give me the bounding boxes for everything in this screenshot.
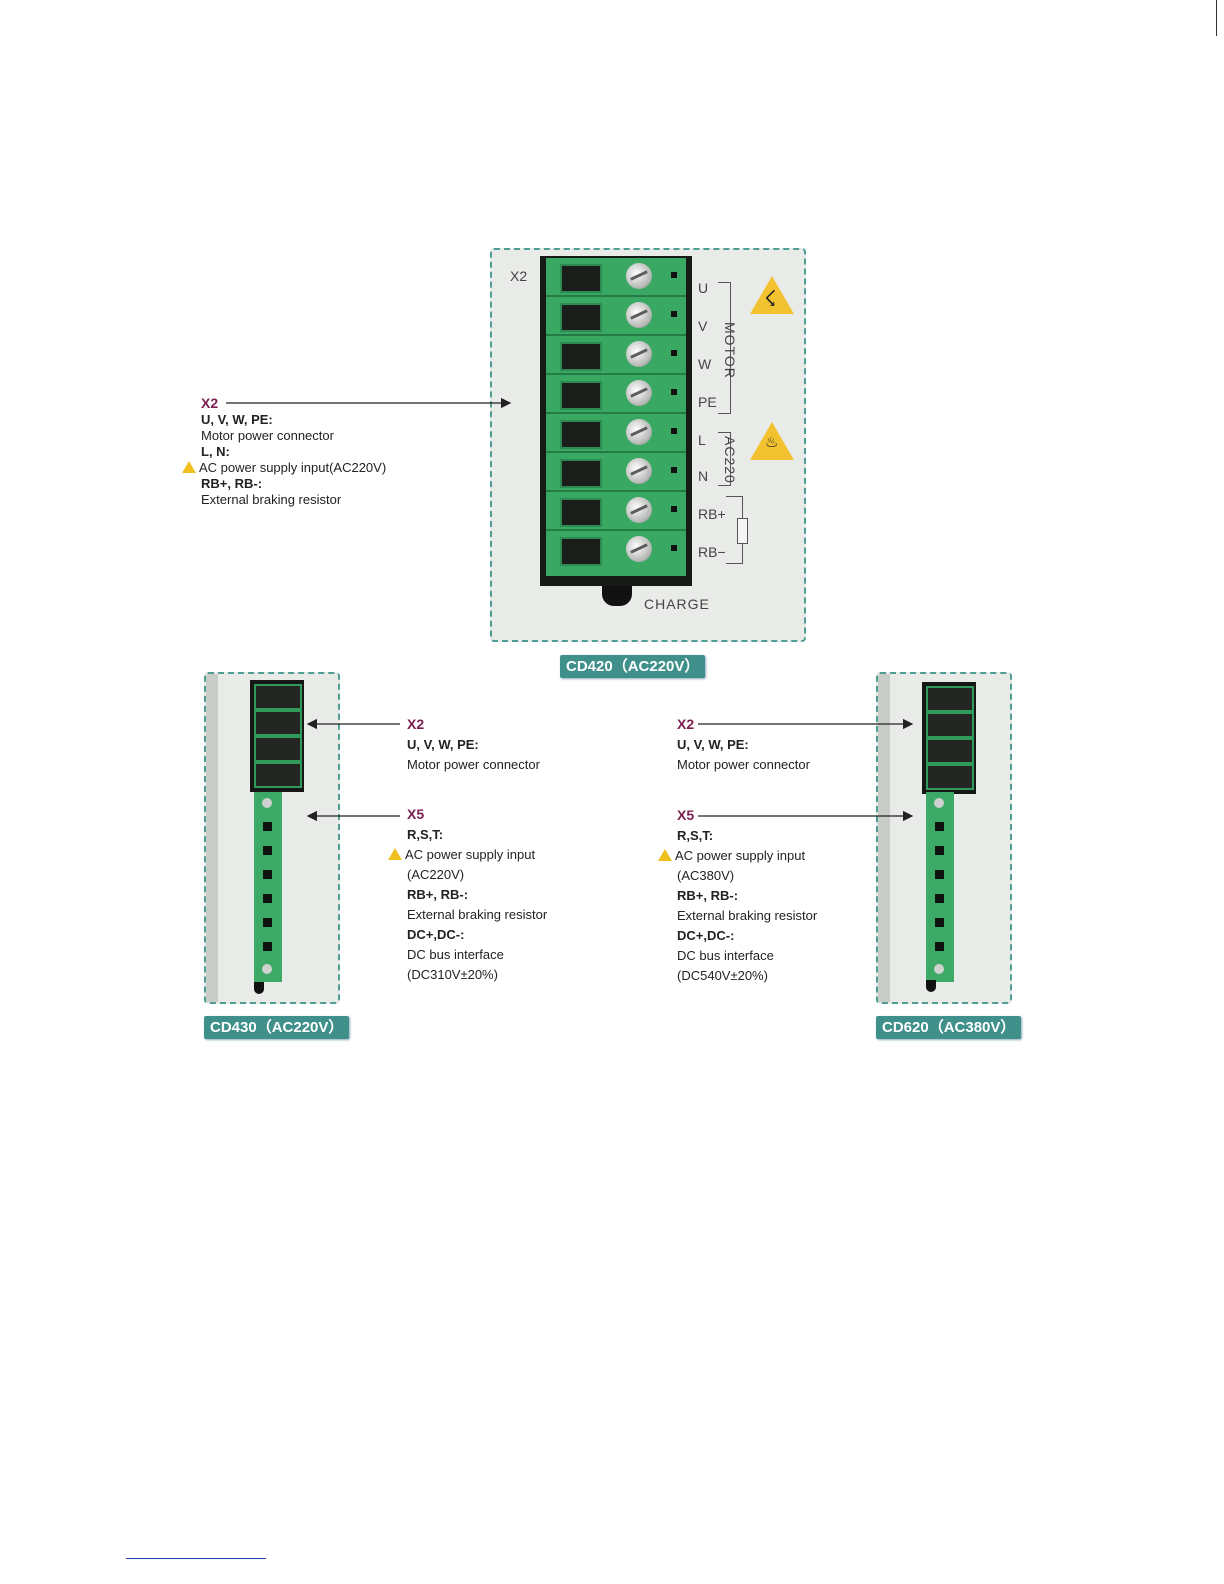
cd620-x2-annotation: X2 U, V, W, PE: Motor power connector bbox=[677, 716, 810, 772]
page-edge-mark bbox=[1216, 0, 1224, 36]
screw-icon bbox=[626, 302, 652, 328]
screw-icon bbox=[626, 536, 652, 562]
cd430-x2-annotation: X2 U, V, W, PE: Motor power connector bbox=[407, 716, 540, 772]
screw-icon bbox=[626, 497, 652, 523]
pin-label-l: L bbox=[698, 432, 706, 448]
ac-group-label: AC220 bbox=[722, 436, 738, 484]
pin-label-u: U bbox=[698, 280, 709, 296]
pin-label-w: W bbox=[698, 356, 712, 372]
pin-label-rb-plus: RB+ bbox=[698, 506, 726, 522]
x5-connector bbox=[926, 792, 954, 982]
caution-icon bbox=[388, 848, 402, 860]
charge-indicator bbox=[602, 586, 632, 606]
x2-connector bbox=[922, 682, 976, 794]
screw-icon bbox=[626, 380, 652, 406]
pin-label-n: N bbox=[698, 468, 709, 484]
cd430-model-label: CD430（AC220V） bbox=[204, 1016, 350, 1039]
caution-icon bbox=[658, 849, 672, 861]
terminal-row bbox=[546, 258, 686, 297]
panel-connector-label: X2 bbox=[510, 268, 528, 284]
cd620-x5-annotation: X5 R,S,T: AC power supply input (AC380V)… bbox=[658, 805, 817, 986]
screw-icon bbox=[626, 419, 652, 445]
hot-surface-warning-icon bbox=[750, 422, 794, 460]
cd620-terminal-panel bbox=[876, 672, 1012, 1004]
cd430-terminal-panel bbox=[204, 672, 340, 1004]
screw-icon bbox=[626, 341, 652, 367]
terminal-row bbox=[546, 297, 686, 336]
pin-label-v: V bbox=[698, 318, 708, 334]
charge-indicator bbox=[926, 980, 936, 992]
ac-bracket bbox=[718, 432, 731, 486]
caution-icon bbox=[182, 461, 196, 473]
pin-label-rb-minus: RB− bbox=[698, 544, 726, 560]
cd420-x2-annotation: X2 U, V, W, PE: Motor power connector L,… bbox=[182, 395, 386, 508]
motor-bracket bbox=[718, 282, 731, 414]
screw-icon bbox=[626, 263, 652, 289]
x2-connector bbox=[250, 680, 304, 792]
screw-icon bbox=[626, 458, 652, 484]
terminal-row bbox=[546, 375, 686, 414]
charge-indicator bbox=[254, 982, 264, 994]
cd420-model-label: CD420（AC220V） bbox=[560, 655, 706, 678]
charge-label: CHARGE bbox=[644, 596, 710, 612]
cd620-model-label: CD620（AC380V） bbox=[876, 1016, 1022, 1039]
pin-label-pe: PE bbox=[698, 394, 717, 410]
terminal-row bbox=[546, 414, 686, 453]
footnote-separator bbox=[126, 1558, 266, 1559]
high-voltage-warning-icon bbox=[750, 276, 794, 314]
x5-connector bbox=[254, 792, 282, 982]
terminal-row bbox=[546, 531, 686, 568]
motor-group-label: MOTOR bbox=[722, 322, 738, 379]
terminal-row bbox=[546, 336, 686, 375]
terminal-row bbox=[546, 453, 686, 492]
cd420-terminal-panel: X2 CHARGE U V W PE L N RB+ RB− MOTOR AC2… bbox=[490, 248, 806, 642]
terminal-row bbox=[546, 492, 686, 531]
resistor-icon bbox=[737, 518, 748, 544]
cd430-x5-annotation: X5 R,S,T: AC power supply input (AC220V)… bbox=[388, 804, 547, 985]
